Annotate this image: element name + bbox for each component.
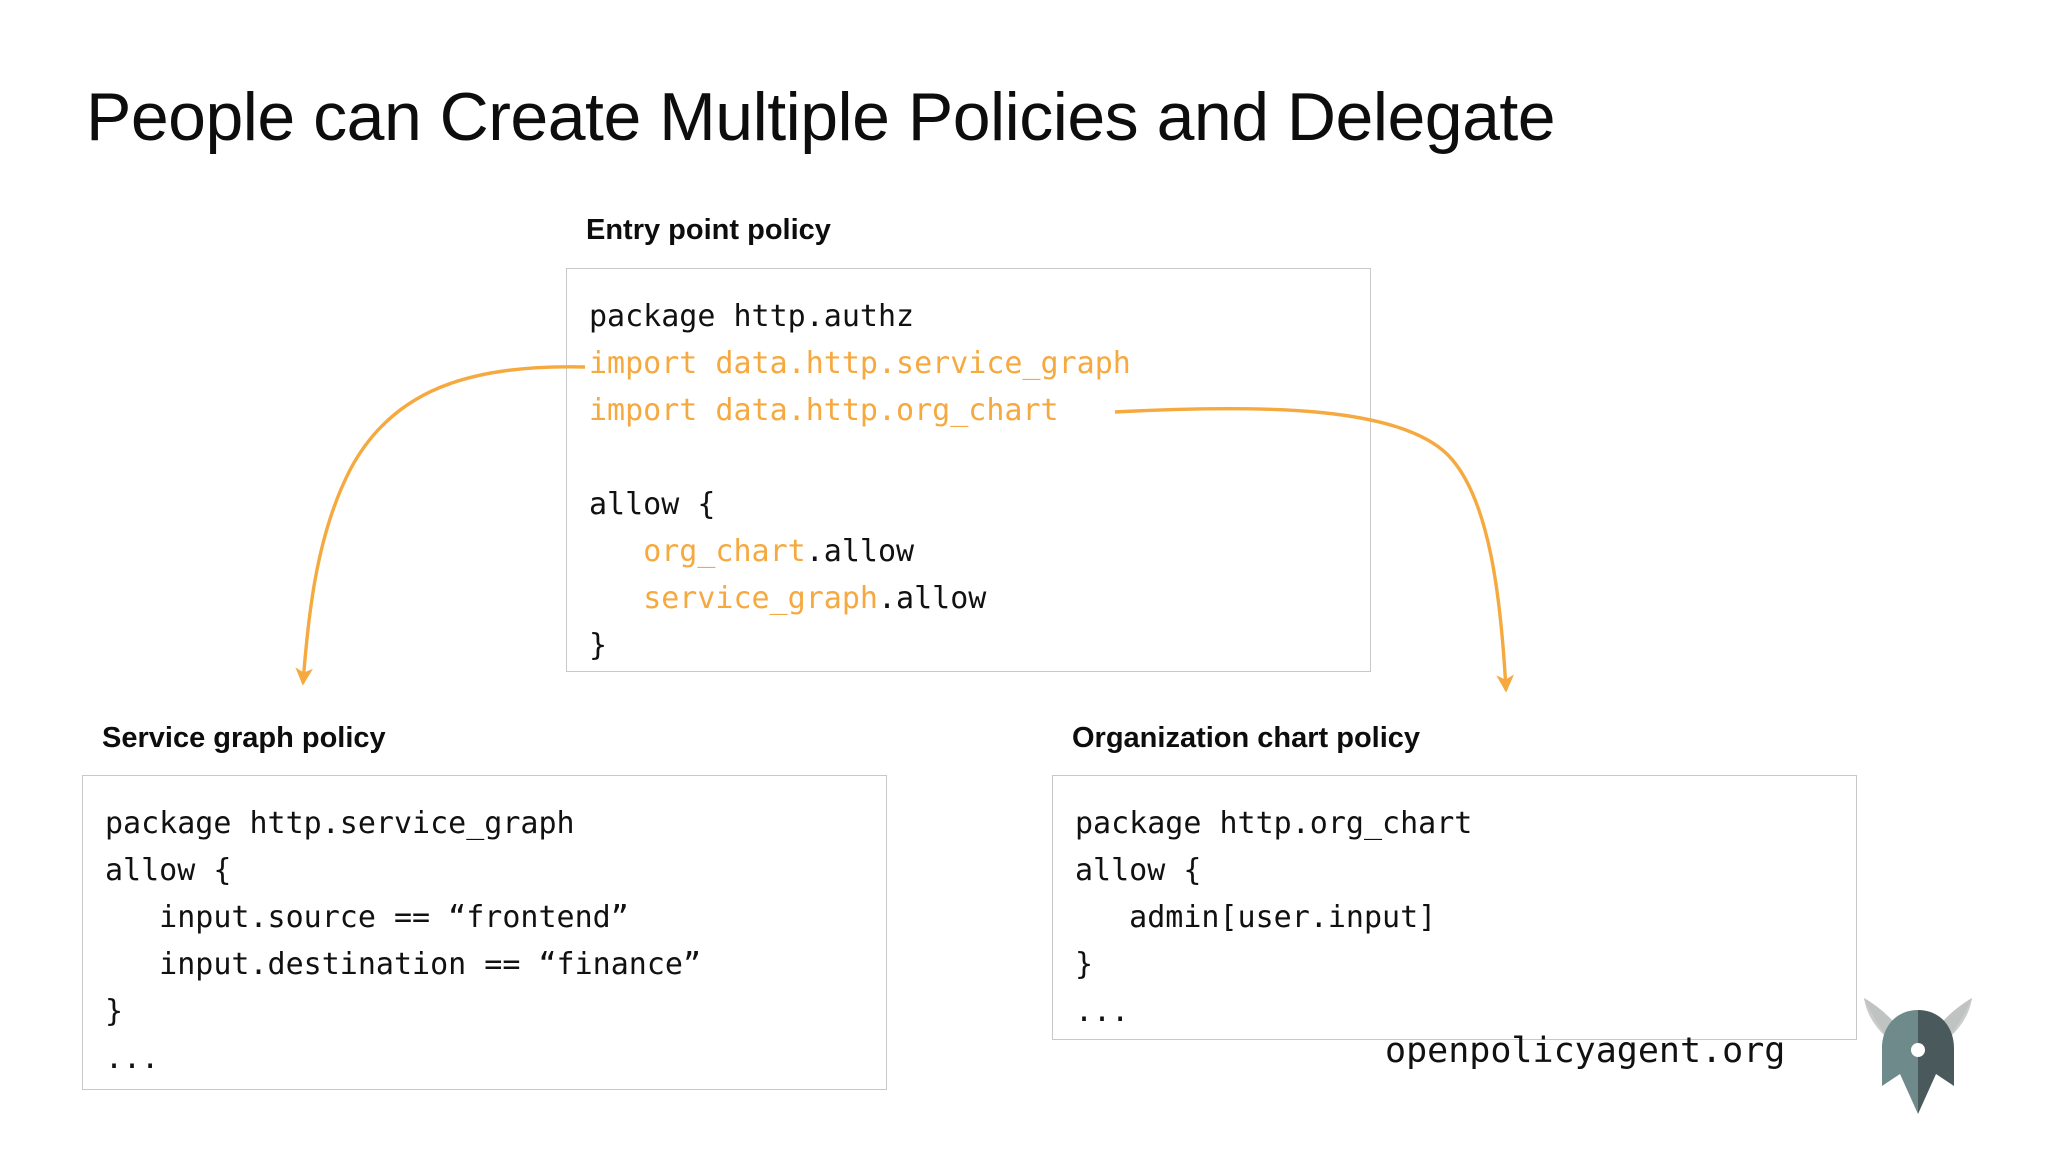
code-line: input.destination == “finance” — [105, 941, 886, 988]
footer-url: openpolicyagent.org — [1385, 1031, 1786, 1071]
entry-point-policy-caption: Entry point policy — [586, 214, 831, 246]
code-line: package http.authz — [589, 293, 1370, 340]
code-token: input.source == “frontend” — [105, 900, 629, 935]
code-line: allow { — [1075, 847, 1856, 894]
code-line: } — [589, 622, 1370, 669]
code-token — [589, 581, 643, 616]
code-token-highlight: service_graph — [643, 581, 878, 616]
code-token-highlight: import data.http.service_graph — [589, 346, 1131, 381]
code-line: ... — [105, 1035, 886, 1082]
organization-chart-policy-caption: Organization chart policy — [1072, 722, 1421, 754]
code-line: service_graph.allow — [589, 575, 1370, 622]
code-token-highlight: org_chart — [643, 534, 806, 569]
page-title: People can Create Multiple Policies and … — [86, 79, 1556, 155]
code-token: allow { — [105, 853, 232, 888]
code-line: } — [105, 988, 886, 1035]
helmet-right-half-icon — [1918, 1010, 1954, 1114]
code-line: import data.http.service_graph — [589, 340, 1370, 387]
opa-viking-helmet-logo — [1864, 998, 1972, 1114]
code-line: package http.service_graph — [105, 800, 886, 847]
code-token: ... — [1075, 994, 1130, 1029]
code-line: admin[user.input] — [1075, 894, 1856, 941]
code-token: allow { — [589, 487, 716, 522]
code-token: .allow — [878, 581, 987, 616]
connector-service-graph — [295, 365, 586, 686]
code-line: package http.org_chart — [1075, 800, 1856, 847]
code-line: ​ — [589, 434, 1370, 481]
code-token: admin[user.input] — [1075, 900, 1437, 935]
code-line: allow { — [589, 481, 1370, 528]
code-token: package http.service_graph — [105, 806, 575, 841]
code-line: allow { — [105, 847, 886, 894]
code-line: input.source == “frontend” — [105, 894, 886, 941]
helmet-left-half-icon — [1882, 1010, 1918, 1114]
code-token: } — [589, 628, 608, 663]
code-token: } — [1075, 947, 1094, 982]
code-token — [589, 534, 643, 569]
code-line: import data.http.org_chart — [589, 387, 1370, 434]
helmet-center-dot-icon — [1911, 1043, 1925, 1057]
code-token: } — [105, 994, 124, 1029]
entry-point-policy-code-block: package http.authz import data.http.servi… — [566, 268, 1371, 672]
code-token: ... — [105, 1041, 160, 1076]
code-line: org_chart.allow — [589, 528, 1370, 575]
code-token: package http.org_chart — [1075, 806, 1473, 841]
code-line: } — [1075, 941, 1856, 988]
code-token: .allow — [805, 534, 915, 569]
code-token: allow { — [1075, 853, 1202, 888]
service-graph-policy-caption: Service graph policy — [102, 722, 386, 754]
code-token: package http.authz — [589, 299, 915, 334]
code-line: ... — [1075, 988, 1856, 1035]
code-token-highlight: import data.http.org_chart — [589, 393, 1059, 428]
code-token: input.destination == “finance” — [105, 947, 702, 982]
